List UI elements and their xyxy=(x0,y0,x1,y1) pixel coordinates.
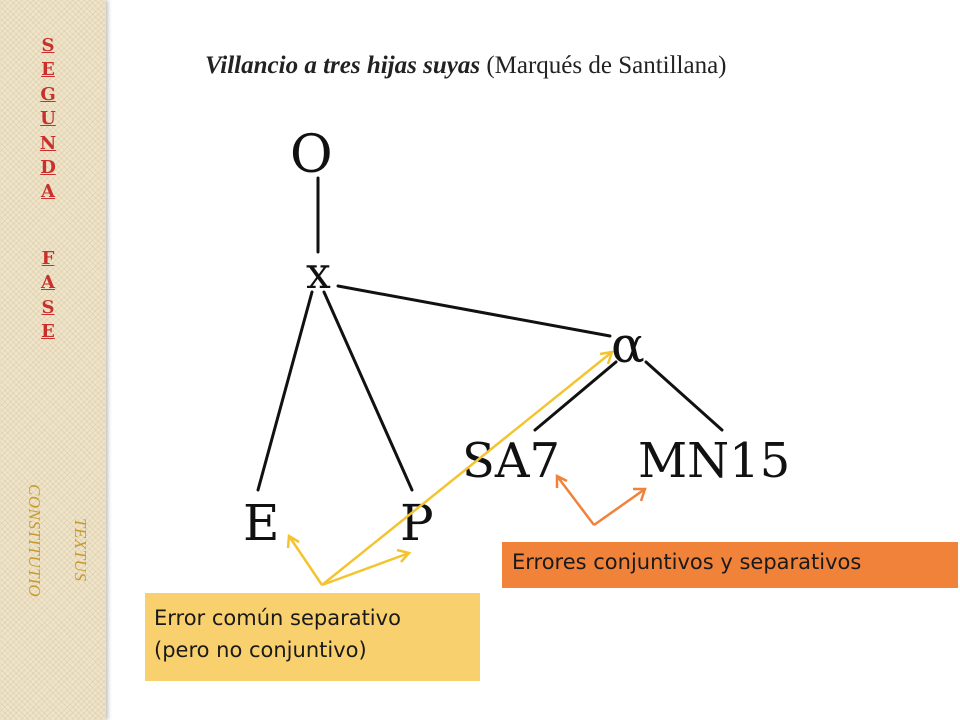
orange-arrow-to-mn15 xyxy=(593,487,646,527)
title-rest: (Marqués de Santillana) xyxy=(486,52,727,79)
arrowhead-icon xyxy=(555,473,568,488)
segunda-fase-word: S E G U N D A F A S E xyxy=(28,34,68,344)
letter: A xyxy=(41,272,55,294)
node-o: O xyxy=(290,125,333,185)
yellow-arrow-to-p xyxy=(321,551,410,587)
stemma-edges xyxy=(256,176,724,492)
orange-arrows xyxy=(555,473,647,527)
edge-alpha-mn15 xyxy=(644,360,724,432)
node-alpha: α xyxy=(611,316,645,374)
edge-x-p xyxy=(322,290,414,492)
arrowhead-icon xyxy=(396,548,412,563)
orange-arrow-to-sa7 xyxy=(556,475,595,526)
node-p: P xyxy=(400,494,434,552)
common-separative-error-label: Error común separativo (pero no conjunti… xyxy=(145,593,480,681)
yellow-arrows xyxy=(286,350,614,587)
arrowhead-icon xyxy=(633,487,647,502)
letter: N xyxy=(39,132,57,154)
letter: G xyxy=(40,83,56,105)
yellow-arrow-to-alpha xyxy=(321,351,613,586)
yellow-box-line1: Error común separativo xyxy=(154,606,401,630)
sidebar: S E G U N D A F A S E CONSTITUTIO TEXTUS xyxy=(0,0,106,720)
edge-alpha-sa7 xyxy=(533,360,618,432)
letter: U xyxy=(40,108,56,130)
node-sa7: SA7 xyxy=(462,433,560,489)
letter: F xyxy=(41,247,55,269)
title-italic: Villancio a tres hijas suyas xyxy=(205,52,481,79)
stemma-nodes: O x α E P SA7 MN15 xyxy=(243,125,790,552)
letter: S xyxy=(41,35,55,56)
node-x: x xyxy=(306,248,331,299)
conjunctive-separative-errors-label: Errores conjuntivos y separativos xyxy=(502,542,958,588)
node-e: E xyxy=(243,494,280,552)
edge-x-alpha xyxy=(336,284,612,338)
letter: E xyxy=(41,320,55,342)
slide-title: Villancio a tres hijas suyas (Marqués de… xyxy=(205,52,727,80)
letter: S xyxy=(41,296,55,318)
edge-x-e xyxy=(256,290,314,492)
yellow-box-line2: (pero no conjuntivo) xyxy=(154,638,367,662)
yellow-arrow-to-e xyxy=(287,535,324,586)
letter: A xyxy=(41,181,55,203)
letter: E xyxy=(41,59,55,81)
arrowhead-icon xyxy=(286,533,300,549)
letter: D xyxy=(40,156,56,178)
node-mn15: MN15 xyxy=(638,433,790,489)
arrowhead-icon xyxy=(599,350,614,365)
